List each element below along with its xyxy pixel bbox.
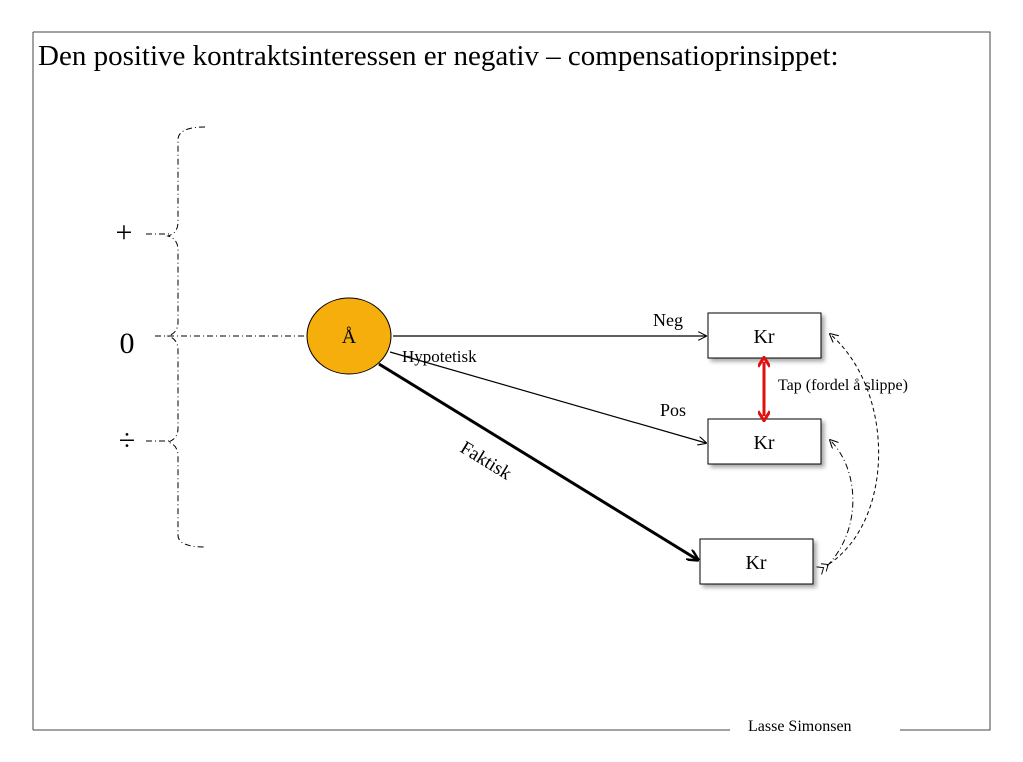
scale-plus-label: + bbox=[116, 216, 133, 249]
actual-arrow bbox=[378, 362, 698, 560]
node-label: Å bbox=[342, 326, 357, 348]
scale-zero-label: 0 bbox=[120, 327, 135, 360]
neg-box bbox=[707, 312, 822, 359]
neg-to-actual-connector bbox=[829, 334, 880, 564]
node-circle bbox=[306, 297, 392, 375]
slide-frame bbox=[32, 31, 991, 731]
actual-box bbox=[699, 538, 814, 585]
actual-arrow-label: Faktisk bbox=[456, 437, 515, 484]
footer-author: Lasse Simonsen bbox=[742, 718, 858, 736]
slide-title: Den positive kontraktsinteressen er nega… bbox=[38, 40, 839, 72]
scale-minus-label: ÷ bbox=[119, 424, 135, 457]
hypothetical-arrow bbox=[389, 351, 706, 443]
loss-label: Tap (fordel å slippe) bbox=[778, 377, 908, 394]
actual-box-label: Kr bbox=[745, 552, 766, 574]
neg-arrow-label: Neg bbox=[653, 310, 683, 330]
hypothetical-arrow-label: Hypotetisk bbox=[402, 347, 477, 366]
neg-box-label: Kr bbox=[753, 326, 774, 348]
pos-box-label: Kr bbox=[753, 432, 774, 454]
pos-arrow-label: Pos bbox=[660, 400, 686, 420]
pos-box bbox=[707, 418, 822, 465]
pos-to-actual-connector bbox=[826, 440, 854, 567]
scale-brace bbox=[166, 126, 206, 548]
